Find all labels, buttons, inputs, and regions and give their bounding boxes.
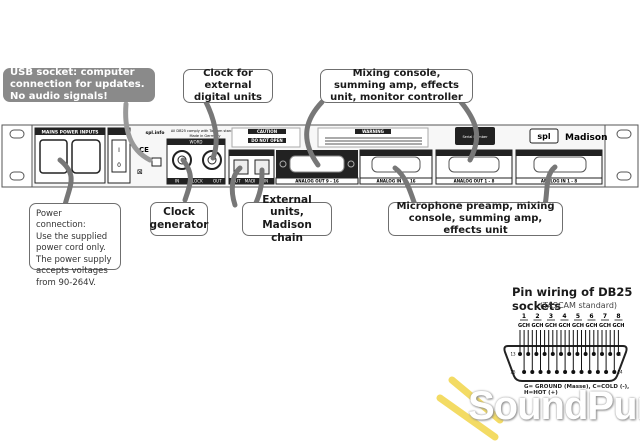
callout-clock-external: Clock for external digital units (183, 68, 273, 103)
channel-number: 4 (562, 313, 566, 320)
svg-text:WORD: WORD (190, 140, 203, 145)
channel-number: 6 (589, 313, 593, 320)
pin-wiring-subtitle: (TASCAM standard) (540, 301, 618, 310)
svg-text:WARNING: WARNING (362, 129, 384, 134)
arrow-in-1-8 (542, 164, 558, 208)
svg-text:ANALOG OUT 9 - 16: ANALOG OUT 9 - 16 (295, 179, 339, 184)
ce-mark: CE (139, 146, 149, 154)
arrow-madi-in (252, 167, 265, 208)
model-name: Madison (565, 133, 608, 143)
channel-number: 2 (535, 313, 539, 320)
pin-number: 25 (510, 370, 516, 375)
callout-mixing-out: Mixing console, summing amp, effects uni… (320, 68, 473, 103)
rack-hole (616, 171, 632, 181)
channel-pin-letters: GCH (559, 323, 571, 329)
svg-text:0: 0 (117, 162, 121, 169)
db25-analog-out-1-8[interactable] (448, 156, 500, 173)
rack-hole (9, 171, 25, 181)
svg-text:MADI: MADI (245, 179, 255, 184)
svg-text:spl: spl (537, 132, 550, 141)
channel-pin-letters: GCH (599, 323, 611, 329)
channel-pin-letters: GCH (532, 323, 544, 329)
power-switch[interactable] (111, 139, 127, 173)
svg-text:CAUTION: CAUTION (257, 129, 277, 134)
callout-mic-preamp: Microphone preamp, mixing console, summi… (388, 201, 563, 236)
callout-usb: USB socket: computer connection for upda… (3, 67, 155, 102)
channel-number: 5 (576, 313, 580, 320)
channel-pin-letters: GCH (572, 323, 584, 329)
iec-socket[interactable] (39, 139, 68, 174)
arrow-madi-out (229, 165, 243, 208)
arrow-out-9-16 (304, 99, 325, 168)
svg-text:ANALOG IN 9 - 16: ANALOG IN 9 - 16 (376, 179, 415, 184)
fuse-holder (71, 139, 101, 174)
arrow-power (57, 157, 74, 208)
rack-hole (9, 129, 25, 139)
mains-header (35, 128, 105, 135)
usb-socket[interactable] (151, 157, 162, 167)
callout-clock-generator: Clock generator (150, 202, 208, 236)
pin-number: 1 (619, 352, 622, 357)
svg-text:IN: IN (264, 179, 268, 184)
svg-text:IN: IN (175, 179, 179, 184)
pin-legend: G= GROUND (Masse), C=COLD (-), H=HOT (+) (524, 384, 630, 396)
soundpure-watermark: SoundPure (468, 384, 640, 428)
svg-text:DO NOT OPEN: DO NOT OPEN (251, 138, 282, 143)
svg-text:OUT: OUT (213, 179, 222, 184)
callout-power: Power connection: Use the supplied power… (29, 203, 121, 288)
pin-number: 13 (510, 352, 516, 357)
tascam-note: All DB25 comply with Tascam standard (171, 129, 239, 133)
pin-wiring-title: Pin wiring of DB25 sockets (512, 285, 633, 313)
arrow-clock-external (202, 97, 219, 161)
arrow-usb (123, 101, 153, 163)
spl-logo (529, 128, 559, 144)
arrow-out-1-8 (458, 99, 480, 163)
callout-arrows (57, 97, 558, 208)
mains-label: MAINS POWER INPUTS (41, 130, 98, 136)
channel-pin-letters: GCH (518, 323, 530, 329)
channel-number: 1 (522, 313, 526, 320)
pin-number: 14 (617, 370, 623, 375)
arrow-in-9-16 (392, 165, 418, 208)
channel-number: 7 (603, 313, 607, 320)
svg-text:OUT: OUT (232, 179, 241, 184)
pin-leads (519, 330, 619, 372)
rack-hole (616, 129, 632, 139)
db25-analog-in-1-8[interactable] (533, 156, 587, 173)
spl-info-label: spl.info (146, 130, 165, 136)
channel-pin-letters: GCH (586, 323, 598, 329)
channel-number: 3 (549, 313, 553, 320)
watermark-strokes (436, 376, 504, 441)
arrow-clock-generator (180, 157, 193, 203)
svg-text:I: I (118, 147, 120, 154)
weee-icon: ⊠ (137, 168, 143, 176)
channel-number: 8 (616, 313, 620, 320)
svg-text:CLOCK: CLOCK (189, 179, 203, 184)
channel-pin-letters: GCH (545, 323, 557, 329)
made-in-label: Made in Germany (189, 134, 220, 138)
callout-external-units: External units, Madison chain (242, 194, 332, 244)
channel-pin-letters: GCH (613, 323, 625, 329)
svg-text:ANALOG IN 1 - 8: ANALOG IN 1 - 8 (541, 179, 577, 184)
svg-text:ANALOG OUT 1 - 8: ANALOG OUT 1 - 8 (454, 179, 495, 184)
